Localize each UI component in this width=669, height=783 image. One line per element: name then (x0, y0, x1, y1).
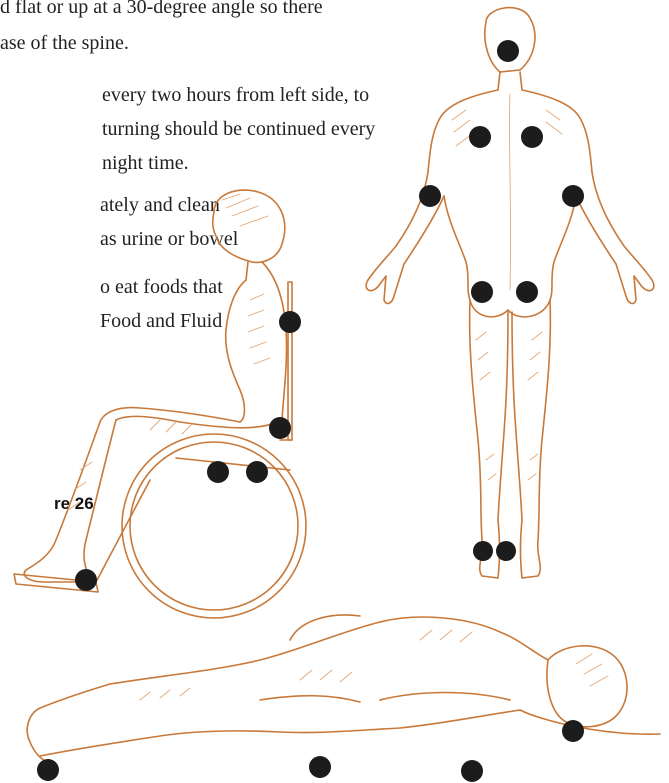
lying-figure-side-view (27, 615, 660, 782)
marker-hip-side (309, 756, 331, 778)
marker-lower-back (269, 417, 291, 439)
marker-left-heel (473, 541, 493, 561)
marker-head-back (497, 40, 519, 62)
marker-right-elbow (562, 185, 584, 207)
marker-heel-seated (75, 569, 97, 591)
marker-left-buttock (471, 281, 493, 303)
standing-figure-back-view (366, 8, 654, 578)
marker-shoulder-blade (279, 311, 301, 333)
marker-right-buttock-seated (246, 461, 268, 483)
marker-left-elbow (419, 185, 441, 207)
marker-left-buttock-seated (207, 461, 229, 483)
marker-right-heel (496, 541, 516, 561)
marker-right-buttock (516, 281, 538, 303)
wheelchair-figure-side-view (14, 190, 306, 618)
marker-ankle-side (37, 759, 59, 781)
marker-left-shoulder-blade (469, 126, 491, 148)
marker-shoulder-side (461, 760, 483, 782)
marker-right-shoulder-blade (521, 126, 543, 148)
marker-head-side (562, 720, 584, 742)
